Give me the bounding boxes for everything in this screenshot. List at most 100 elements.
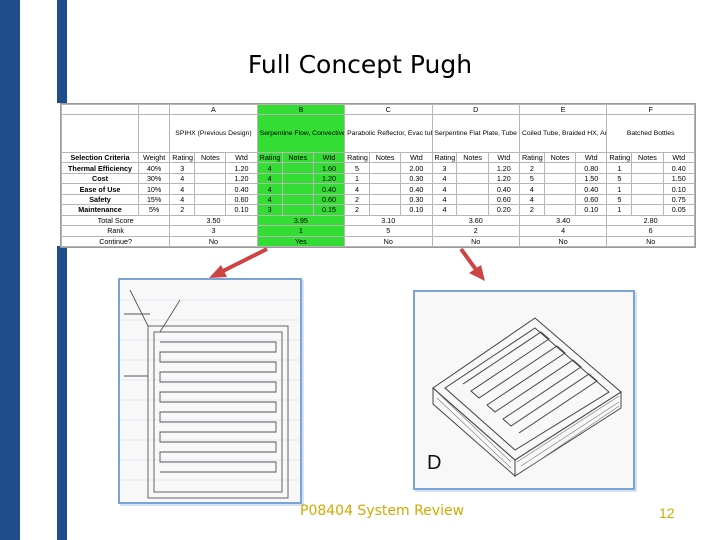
rating-cell: 4 bbox=[256, 183, 283, 195]
weighted-cell: 0.30 bbox=[400, 172, 433, 185]
weighted-cell: 0.60 bbox=[487, 193, 520, 206]
blank-cell bbox=[60, 103, 140, 116]
rating-cell: 3 bbox=[169, 162, 196, 174]
page-number: 12 bbox=[659, 505, 675, 521]
notes-cell bbox=[369, 183, 402, 195]
continue-c: No bbox=[344, 235, 433, 248]
footer-text: P08404 System Review bbox=[300, 503, 465, 519]
rating-cell: 4 bbox=[169, 172, 196, 185]
continue-f: No bbox=[606, 235, 695, 248]
notes-cell bbox=[369, 204, 402, 216]
rating-cell: 2 bbox=[518, 162, 545, 174]
weighted-cell: 0.05 bbox=[662, 204, 696, 216]
rating-cell: 4 bbox=[169, 183, 196, 195]
notes-cell bbox=[194, 204, 227, 216]
criteria-name: Safety bbox=[60, 193, 140, 206]
notes-cell bbox=[631, 172, 664, 185]
rating-cell: 2 bbox=[518, 204, 545, 216]
weighted-cell: 0.15 bbox=[312, 204, 346, 216]
concept-letter-e: E bbox=[518, 103, 608, 116]
weighted-cell: 1.60 bbox=[312, 162, 346, 174]
notes-cell bbox=[369, 193, 402, 206]
notes-cell bbox=[281, 183, 314, 195]
weighted-cell: 0.80 bbox=[575, 162, 608, 174]
weighted-cell: 1.20 bbox=[225, 162, 258, 174]
header-rating-c: Rating bbox=[344, 151, 371, 164]
header-wtd-b: Wtd bbox=[312, 151, 346, 164]
header-weight: Weight bbox=[138, 151, 171, 164]
criteria-name: Ease of Use bbox=[60, 183, 140, 195]
continue-d: No bbox=[431, 235, 520, 248]
criteria-weight: 40% bbox=[138, 162, 171, 174]
slide-title: Full Concept Pugh bbox=[247, 50, 473, 79]
weighted-cell: 0.40 bbox=[575, 183, 608, 195]
weighted-cell: 0.60 bbox=[225, 193, 258, 206]
header-rating-e: Rating bbox=[518, 151, 545, 164]
arrow-to-sketch-b bbox=[209, 247, 268, 278]
total-score-a: 3.50 bbox=[169, 214, 258, 227]
rating-cell: 4 bbox=[431, 183, 458, 195]
notes-cell bbox=[281, 172, 314, 185]
header-rating-b: Rating bbox=[256, 151, 283, 164]
total-score-label: Total Score bbox=[60, 214, 171, 227]
notes-cell bbox=[369, 162, 402, 174]
rating-cell: 4 bbox=[431, 193, 458, 206]
criteria-weight: 15% bbox=[138, 193, 171, 206]
rating-cell: 1 bbox=[344, 172, 371, 185]
rating-cell: 5 bbox=[606, 172, 633, 185]
sketch-concept-b bbox=[118, 278, 302, 504]
concept-name-a: SPIHX (Previous Design) bbox=[169, 114, 258, 154]
notes-cell bbox=[194, 183, 227, 195]
notes-cell bbox=[456, 183, 489, 195]
weighted-cell: 1.20 bbox=[225, 172, 258, 185]
header-notes-e: Notes bbox=[543, 151, 577, 164]
continue-e: No bbox=[518, 235, 608, 248]
total-score-d: 3.60 bbox=[431, 214, 520, 227]
flat-plate-collector-drawing bbox=[415, 292, 633, 488]
weighted-cell: 0.40 bbox=[312, 183, 346, 195]
notes-cell bbox=[369, 172, 402, 185]
notes-cell bbox=[543, 162, 577, 174]
notes-cell bbox=[631, 183, 664, 195]
rating-cell: 4 bbox=[518, 193, 545, 206]
rating-cell: 2 bbox=[344, 204, 371, 216]
pugh-matrix: A B C D E F SPIHX (Previous Design) Serp… bbox=[60, 103, 696, 248]
header-notes-b: Notes bbox=[281, 151, 314, 164]
rank-label: Rank bbox=[60, 225, 171, 237]
blank-cell bbox=[138, 103, 171, 116]
rank-f: 6 bbox=[606, 225, 695, 237]
weighted-cell: 0.60 bbox=[312, 193, 346, 206]
rating-cell: 4 bbox=[344, 183, 371, 195]
rating-cell: 5 bbox=[518, 172, 545, 185]
notes-cell bbox=[543, 172, 577, 185]
weighted-cell: 0.10 bbox=[225, 204, 258, 216]
weighted-cell: 0.10 bbox=[575, 204, 608, 216]
rating-cell: 3 bbox=[256, 204, 283, 216]
header-notes-d: Notes bbox=[456, 151, 489, 164]
concept-name-d: Serpentine Flat Plate, Tube in Tube HX, … bbox=[431, 114, 520, 154]
header-selection-criteria: Selection Criteria bbox=[60, 151, 140, 164]
header-notes-c: Notes bbox=[369, 151, 402, 164]
serpentine-tank-drawing bbox=[120, 280, 300, 502]
concept-letter-a: A bbox=[169, 103, 258, 116]
notes-cell bbox=[281, 204, 314, 216]
rating-cell: 1 bbox=[606, 183, 633, 195]
weighted-cell: 0.40 bbox=[400, 183, 433, 195]
weighted-cell: 0.30 bbox=[400, 193, 433, 206]
weighted-cell: 1.50 bbox=[575, 172, 608, 185]
concept-name-b: Serpentine Flow, Convective loop Circula… bbox=[256, 114, 346, 154]
weighted-cell: 1.50 bbox=[662, 172, 696, 185]
weighted-cell: 1.20 bbox=[487, 162, 520, 174]
notes-cell bbox=[456, 162, 489, 174]
concept-letter-c: C bbox=[344, 103, 433, 116]
sketch-concept-d bbox=[413, 290, 635, 490]
weighted-cell: 0.40 bbox=[225, 183, 258, 195]
header-wtd-d: Wtd bbox=[487, 151, 520, 164]
rank-b: 1 bbox=[256, 225, 346, 237]
rating-cell: 4 bbox=[169, 193, 196, 206]
total-score-c: 3.10 bbox=[344, 214, 433, 227]
left-accent-bar-inner bbox=[57, 0, 67, 540]
concept-letter-b: B bbox=[256, 103, 346, 116]
